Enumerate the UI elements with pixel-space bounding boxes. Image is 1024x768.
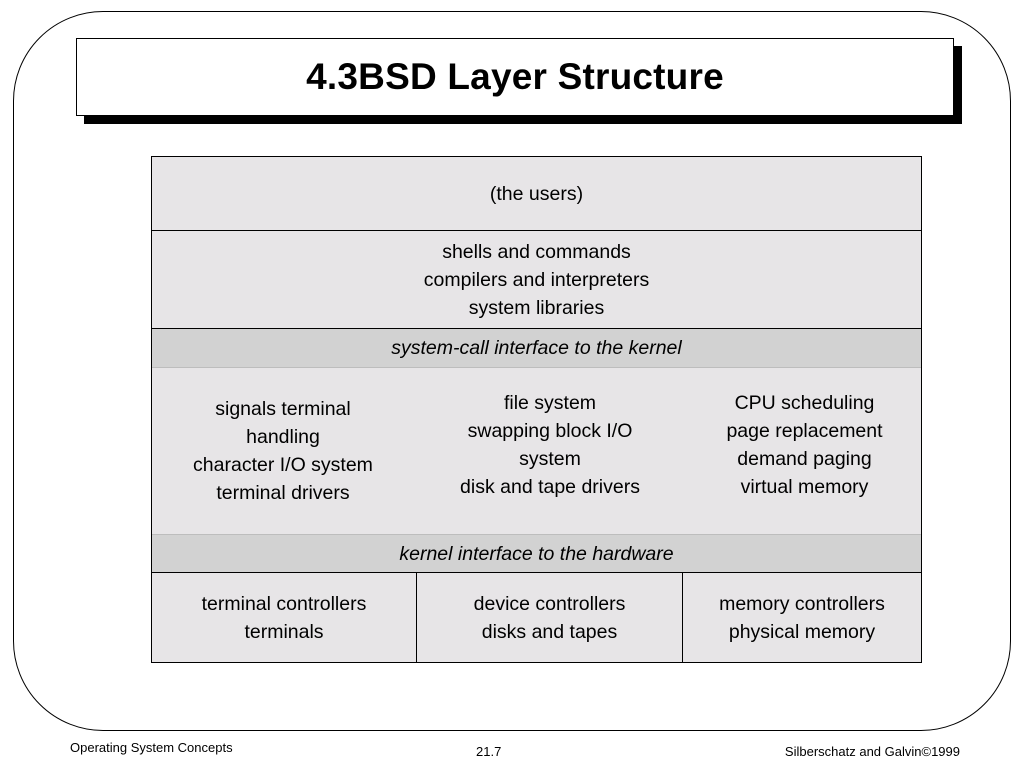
layer-hardware-interface: kernel interface to the hardware [152, 534, 921, 573]
hardware-column-memory: memory controllers physical memory [683, 573, 921, 662]
hardware-column-terminal: terminal controllers terminals [152, 573, 417, 662]
shells-line-2: compilers and interpreters [423, 268, 650, 291]
kernel-memory-line-2: page replacement [726, 420, 883, 442]
shells-cell: shells and commands compilers and interp… [152, 231, 921, 328]
slide-title: 4.3BSD Layer Structure [306, 56, 724, 97]
shells-line-3: system libraries [468, 296, 605, 319]
syscall-cell: system-call interface to the kernel [152, 329, 921, 367]
layer-hardware: terminal controllers terminals device co… [152, 573, 921, 662]
slide-frame [13, 11, 1011, 731]
hardware-terminal-line-2: terminals [244, 620, 324, 643]
shells-line-1: shells and commands [442, 240, 631, 263]
hardware-column-device: device controllers disks and tapes [417, 573, 683, 662]
kernel-memory-line-3: demand paging [737, 448, 872, 470]
hardware-device-line-2: disks and tapes [481, 620, 618, 643]
kernel-terminal-line-3: character I/O system [193, 454, 373, 476]
footer-authors: Silberschatz and Galvin©1999 [784, 744, 960, 759]
layer-users: (the users) [152, 157, 921, 231]
title-box: 4.3BSD Layer Structure [76, 38, 954, 116]
users-cell: (the users) [152, 157, 921, 230]
kernel-memory-line-1: CPU scheduling [734, 392, 875, 414]
footer-course-name: Operating System Concepts [70, 740, 233, 755]
users-label: (the users) [489, 182, 584, 205]
kernel-terminal-line-4: terminal drivers [216, 482, 350, 504]
kernel-column-terminal: signals terminal handling character I/O … [152, 368, 414, 534]
hardware-device-line-1: device controllers [473, 592, 626, 615]
kernel-terminal-line-1: signals terminal [215, 398, 351, 420]
kernel-memory-line-4: virtual memory [740, 476, 869, 498]
syscall-interface-label: system-call interface to the kernel [391, 337, 682, 359]
hardware-interface-cell: kernel interface to the hardware [152, 535, 921, 572]
layer-shells: shells and commands compilers and interp… [152, 231, 921, 329]
hardware-terminal-line-1: terminal controllers [201, 592, 367, 615]
kernel-column-filesystem: file system swapping block I/O system di… [414, 362, 686, 528]
hardware-interface-label: kernel interface to the hardware [399, 542, 674, 565]
hardware-memory-line-2: physical memory [728, 620, 876, 643]
footer-slide-number: 21.7 [476, 744, 502, 759]
kernel-column-memory: CPU scheduling page replacement demand p… [686, 362, 923, 528]
kernel-filesystem-line-2: swapping block I/O [467, 420, 633, 442]
layer-kernel: signals terminal handling character I/O … [152, 368, 921, 534]
kernel-filesystem-line-1: file system [503, 392, 597, 414]
kernel-filesystem-line-3: system [519, 448, 581, 470]
hardware-memory-line-1: memory controllers [719, 592, 885, 615]
kernel-terminal-line-2: handling [246, 426, 320, 448]
layer-diagram: (the users) shells and commands compiler… [151, 156, 922, 663]
kernel-filesystem-line-4: disk and tape drivers [460, 476, 640, 498]
layer-syscall-interface: system-call interface to the kernel [152, 329, 921, 368]
